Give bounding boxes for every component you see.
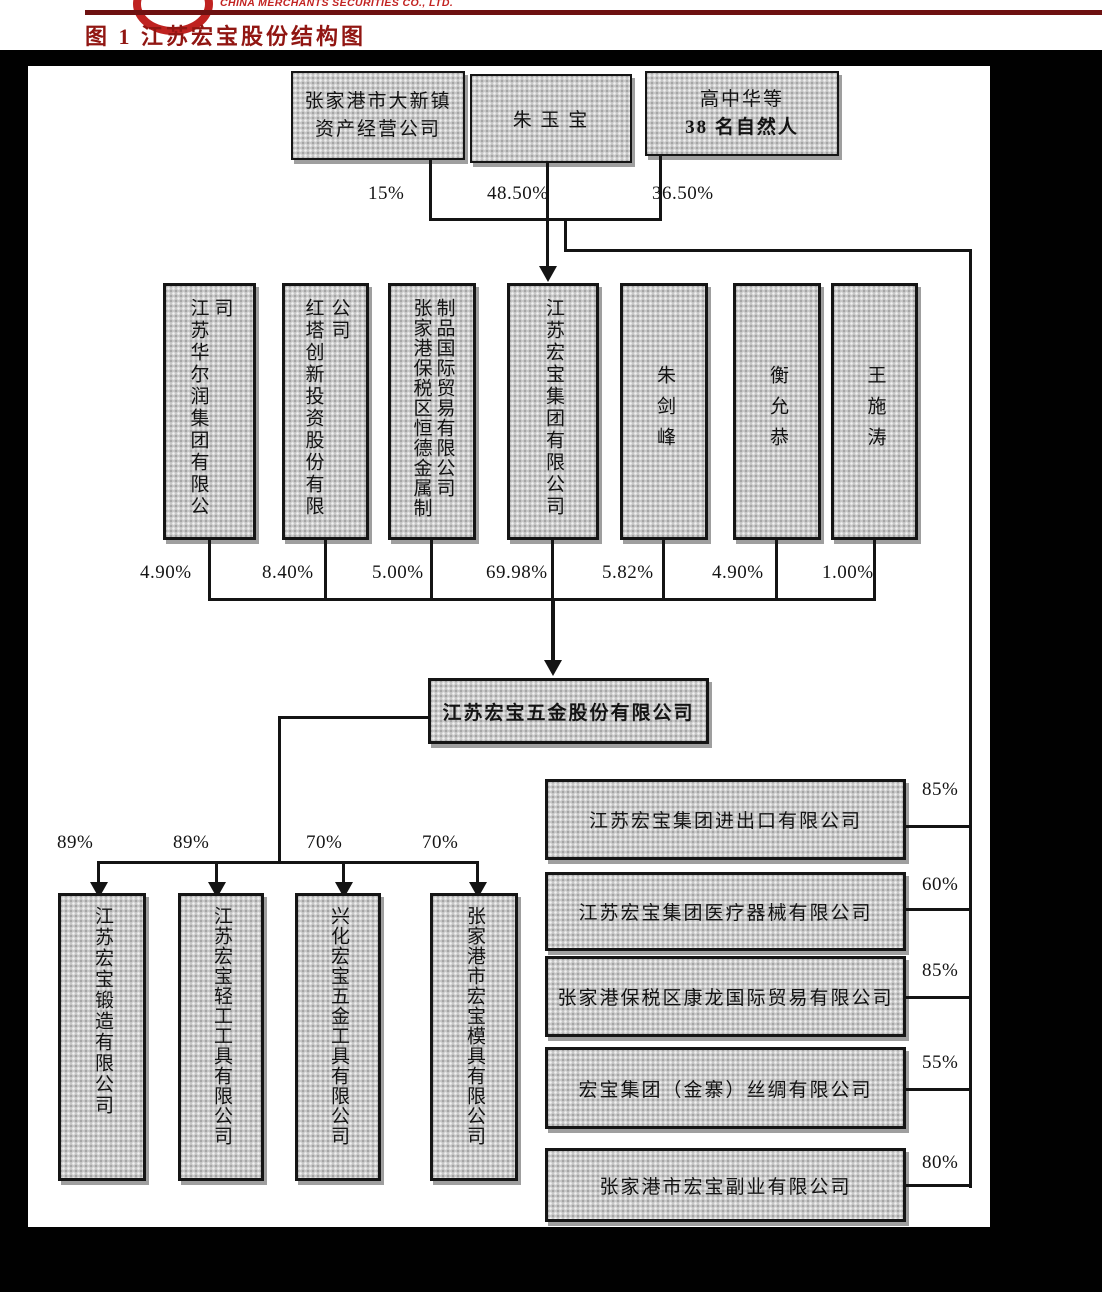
ownership-pct: 85% [922,779,959,800]
connector-line [429,218,662,221]
company-name: 江苏宏宝集团医疗器械有限公司 [578,903,873,924]
company-name: 宏宝集团（金寨）丝绸有限公司 [578,1079,873,1101]
company-box-daxin-town: 张家港市大新镇 资产经营公司 [291,71,465,160]
ownership-pct: 55% [922,1052,959,1073]
company-name: 江苏宏宝五金股份有限公司 [442,702,695,724]
connector-line [775,540,778,600]
ownership-pct: 48.50% [487,183,549,204]
person-box-heng-yungong: 衡允恭 [733,283,821,540]
ownership-pct: 8.40% [262,562,314,583]
arrow-down-icon [544,660,562,676]
header-divider [85,10,1102,15]
company-name: 江苏宏宝轻工工具有限公司 [211,906,232,1146]
company-box-fuye: 张家港市宏宝副业有限公司 [545,1148,906,1222]
arrow-down-icon [539,266,557,282]
ownership-pct: 89% [57,832,94,853]
connector-line [546,162,549,268]
connector-line [906,1184,969,1187]
person-name: 王施涛 [864,365,886,458]
company-name: 兴化宏宝五金工具有限公司 [328,906,349,1146]
ownership-pct: 4.90% [140,562,192,583]
company-box-natural-persons: 高中华等 38 名自然人 [645,71,839,156]
logo-text: CHINA MERCHANTS SECURITIES CO., LTD. [220,0,454,9]
connector-line [208,540,211,600]
connector-line [97,861,479,864]
connector-line [662,540,665,600]
ownership-pct: 15% [368,183,405,204]
connector-line [324,540,327,600]
company-name: 张家港市宏宝模具有限公司 [464,906,485,1146]
ownership-pct: 5.82% [602,562,654,583]
ownership-pct: 80% [922,1152,959,1173]
company-box-kanglong: 张家港保税区康龙国际贸易有限公司 [545,956,906,1037]
person-box-zhu-jianfeng: 朱剑峰 [620,283,708,540]
ownership-pct: 70% [306,832,343,853]
connector-line [564,218,567,252]
person-box-wang-shitao: 王施涛 [831,283,918,540]
company-name-col: 张家港保税区恒德金属制 [410,298,432,518]
company-name-line: 朱 玉 宝 [512,110,590,131]
company-box-xinghua-wujin: 兴化宏宝五金工具有限公司 [295,893,381,1181]
company-name: 张家港保税区康龙国际贸易有限公司 [557,988,894,1009]
connector-line [873,540,876,600]
company-box-jinchukou: 江苏宏宝集团进出口有限公司 [545,779,906,860]
connector-line [906,825,969,828]
connector-line [278,716,281,864]
connector-line [476,861,479,885]
company-name-col: 制品国际贸易有限公司 [433,298,455,498]
connector-line [215,861,218,885]
ownership-pct: 4.90% [712,562,764,583]
connector-line [278,716,428,719]
company-box-hongta: 红塔创新投资股份有限 公司 [282,283,369,540]
company-name-line: 高中华等 [699,88,784,110]
ownership-pct: 60% [922,874,959,895]
company-box-huaerrun: 江苏华尔润集团有限公司 [163,283,256,540]
company-name-col: 公司 [328,298,350,342]
ownership-pct: 89% [173,832,210,853]
ownership-pct: 1.00% [822,562,874,583]
company-name-line: 38 名自然人 [685,116,799,138]
company-name: 江苏华尔润集团有限公司 [187,298,233,518]
ownership-pct: 36.50% [652,183,714,204]
ownership-pct: 69.98% [486,562,548,583]
connector-line [342,861,345,885]
connector-line [906,1088,969,1091]
connector-line [430,540,433,600]
company-name: 江苏宏宝集团进出口有限公司 [588,811,862,832]
company-name-line: 张家港市大新镇 [304,90,452,112]
company-name: 江苏宏宝集团有限公司 [543,298,564,518]
connector-line [906,996,969,999]
connector-line [97,861,100,885]
company-name: 江苏宏宝锻造有限公司 [92,906,113,1116]
company-box-listed-hongbao-wujin: 江苏宏宝五金股份有限公司 [428,678,709,744]
person-name: 朱剑峰 [654,365,675,458]
company-box-moju: 张家港市宏宝模具有限公司 [430,893,518,1181]
company-box-zhu-yubao: 朱 玉 宝 [470,74,632,163]
ownership-pct: 85% [922,960,959,981]
connector-line [429,159,432,220]
connector-line [564,249,972,252]
company-box-duanzao: 江苏宏宝锻造有限公司 [58,893,146,1181]
connector-line [208,598,876,601]
connector-line-right-trunk [969,249,972,1188]
company-box-hengde: 张家港保税区恒德金属制 制品国际贸易有限公司 [388,283,476,540]
china-merchants-logo-icon [133,0,213,35]
connector-line [551,598,555,662]
connector-line [659,155,662,220]
company-name-line: 资产经营公司 [314,118,441,140]
company-box-sichou: 宏宝集团（金寨）丝绸有限公司 [545,1047,906,1129]
ownership-pct: 70% [422,832,459,853]
company-box-yiliao-qixie: 江苏宏宝集团医疗器械有限公司 [545,872,906,951]
figure-title: 图 1 江苏宏宝股份结构图 [85,24,367,49]
connector-line [551,540,554,600]
person-name: 衡允恭 [767,365,788,458]
company-box-hongbao-group: 江苏宏宝集团有限公司 [507,283,599,540]
company-name-col: 红塔创新投资股份有限 [302,298,324,518]
company-name: 张家港市宏宝副业有限公司 [599,1176,852,1198]
company-box-qinggong-gongju: 江苏宏宝轻工工具有限公司 [178,893,264,1181]
ownership-pct: 5.00% [372,562,424,583]
connector-line [906,908,969,911]
